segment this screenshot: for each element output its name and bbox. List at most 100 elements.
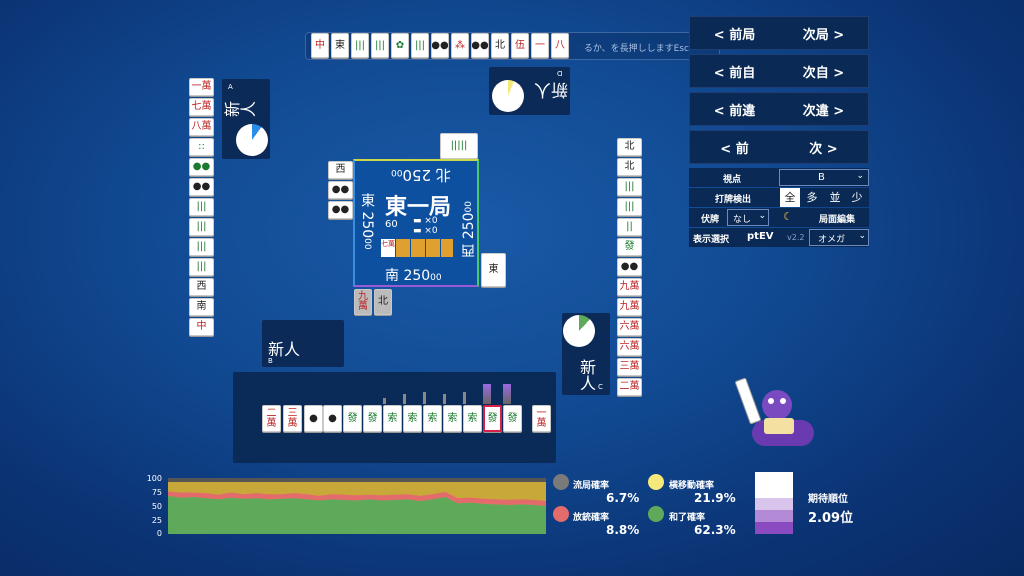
expected-rank-label: 期待順位 — [808, 494, 848, 505]
ytick-label: 100 — [146, 474, 162, 483]
drawn-tile[interactable]: 一萬 — [532, 405, 551, 432]
edit-position-button[interactable]: 局面編集 — [819, 215, 856, 225]
prev-round-button[interactable]: < 前局 — [713, 27, 756, 43]
series-area-houjuu — [168, 491, 546, 506]
houjuu-value: 8.8% — [606, 523, 640, 537]
hand-tile-selected[interactable]: 發 — [483, 405, 502, 432]
viewpoint-row: 視点 B ⌄ — [689, 168, 869, 187]
ytick-label: 75 — [151, 488, 162, 497]
step-nav: < 前 次 > — [689, 130, 869, 164]
player-name-top: 新人 — [534, 79, 568, 99]
player-panel-bottom: 新人 B — [262, 320, 344, 367]
west-score: 西 25000 — [461, 201, 477, 258]
hora-label: 和了確率 — [669, 513, 706, 523]
win-pie-top — [492, 80, 524, 112]
round-title: 東一局 — [385, 195, 452, 220]
detect-option-normal[interactable]: 並 — [829, 191, 841, 204]
hide-row: 伏牌 なし ⌄ ☾ 局面編集 — [689, 208, 869, 227]
series-area-ryuukyoku — [168, 478, 546, 482]
next-round-button[interactable]: 次局 > — [802, 27, 845, 43]
next-diff-button[interactable]: 次違 > — [802, 103, 845, 119]
hand-tile[interactable]: 索 — [443, 405, 462, 432]
win-pie-left — [236, 124, 268, 156]
called-top: ||||| — [440, 133, 478, 159]
round-nav: < 前局 次局 > — [689, 16, 869, 50]
prob-chart: 100 75 50 25 0 — [146, 474, 546, 538]
detect-option-all[interactable]: 全 — [780, 188, 800, 207]
hand-tile[interactable]: 索 — [403, 405, 422, 432]
player-panel-top: 新人 D — [489, 67, 570, 115]
hand-tile[interactable]: 發 — [503, 405, 522, 432]
player-seat-left: A — [228, 83, 233, 91]
detect-option-few[interactable]: 少 — [851, 191, 863, 204]
version-label: v2.2 — [787, 233, 805, 242]
hint-text: るか、を長押ししますEsc — [583, 44, 689, 54]
hand-tile[interactable]: 二萬 — [262, 405, 281, 432]
ryuukyoku-label: 流局確率 — [573, 481, 610, 491]
ev-bars — [383, 384, 533, 404]
yokoido-value: 21.9% — [694, 491, 736, 505]
called-right: 東 — [481, 253, 506, 287]
hand-tile[interactable]: ● — [304, 405, 323, 432]
hora-dot — [648, 506, 664, 522]
houjuu-label: 放銃確率 — [573, 513, 610, 523]
houjuu-dot — [553, 506, 569, 522]
player-panel-left: 新人 A — [222, 79, 270, 159]
player-seat-top: D — [557, 69, 563, 77]
south-score: 南 25000 — [385, 268, 442, 284]
series-area-hora — [168, 495, 546, 534]
model-select[interactable]: オメガ ⌄ — [809, 229, 869, 246]
center-board: 北 25000 東一局 60 ▬ ×0 ▬ ×0 七萬 東 25000 西 25… — [353, 159, 479, 287]
chevron-down-icon: ⌄ — [856, 171, 864, 181]
hand-tile[interactable]: 三萬 — [283, 405, 302, 432]
hide-select[interactable]: なし ⌄ — [727, 209, 769, 226]
hand-tile[interactable]: 發 — [363, 405, 382, 432]
mascot-image — [734, 376, 820, 450]
chart-plot — [168, 478, 546, 534]
hand-tile[interactable]: 發 — [343, 405, 362, 432]
ytick-label: 0 — [156, 529, 162, 538]
display-row: 表示選択 ptEV v2.2 オメガ ⌄ — [689, 228, 869, 247]
east-score: 東 25000 — [359, 193, 375, 250]
honba-count: ▬ ×0 — [413, 216, 438, 226]
detect-option-many[interactable]: 多 — [806, 191, 818, 204]
viewpoint-label: 視点 — [723, 175, 742, 185]
ryuukyoku-value: 6.7% — [606, 491, 640, 505]
hand-tile[interactable]: 索 — [463, 405, 482, 432]
player-name-right: 新人 — [577, 359, 596, 391]
expected-rank-value: 2.09位 — [808, 511, 854, 526]
diff-nav: < 前違 次違 > — [689, 92, 869, 126]
rank-distribution — [755, 472, 793, 534]
hand-tile[interactable]: ● — [323, 405, 342, 432]
hide-label: 伏牌 — [701, 215, 720, 225]
player-seat-right: C — [598, 383, 603, 391]
display-value[interactable]: ptEV — [747, 231, 774, 242]
chevron-down-icon: ⌄ — [758, 211, 766, 221]
prev-self-button[interactable]: < 前自 — [713, 65, 756, 81]
north-score: 北 25000 — [391, 166, 451, 184]
next-button[interactable]: 次 > — [809, 141, 838, 157]
ryuukyoku-dot — [553, 474, 569, 490]
tiles-remaining: 60 — [385, 219, 398, 230]
called-bottom-2: 北 — [374, 289, 392, 315]
yokoido-label: 横移動確率 — [669, 481, 715, 491]
riichi-count: ▬ ×0 — [413, 226, 438, 236]
moon-icon[interactable]: ☾ — [783, 210, 793, 223]
player-panel-right: 新人 C — [562, 313, 610, 395]
prev-button[interactable]: < 前 — [720, 141, 749, 157]
win-pie-right — [563, 315, 595, 347]
dora-indicator: 七萬 — [381, 239, 453, 257]
ytick-label: 50 — [151, 502, 162, 511]
prev-diff-button[interactable]: < 前違 — [713, 103, 756, 119]
chart-yticks: 100 75 50 25 0 — [146, 474, 164, 538]
player-name-left: 新人 — [224, 101, 256, 120]
next-self-button[interactable]: 次自 > — [802, 65, 845, 81]
hora-value: 62.3% — [694, 523, 736, 537]
viewpoint-select[interactable]: B ⌄ — [779, 169, 869, 186]
self-nav: < 前自 次自 > — [689, 54, 869, 88]
player-name-bottom: 新人 — [268, 340, 301, 359]
hand-tile[interactable]: 索 — [423, 405, 442, 432]
chevron-down-icon: ⌄ — [858, 231, 866, 241]
hand-tile[interactable]: 索 — [383, 405, 402, 432]
ytick-label: 25 — [151, 516, 162, 525]
